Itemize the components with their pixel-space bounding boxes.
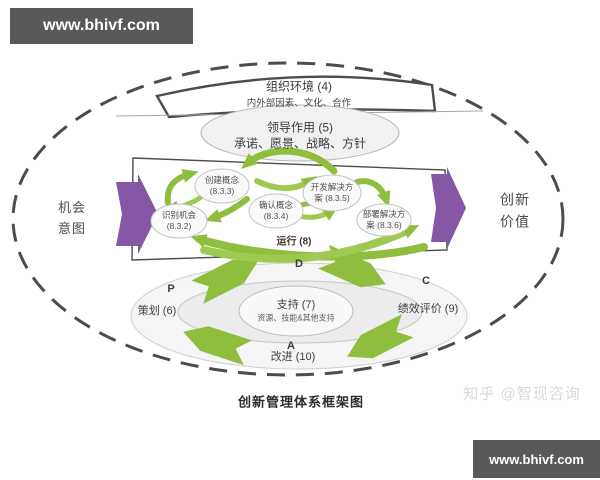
flow-arrow-validate-to-develop-lower [296, 206, 339, 221]
pdca-letter-p: P [167, 283, 175, 295]
innovation-value-arrow [431, 167, 466, 249]
deploy-solution-label: 部署解决方 案 (8.3.6) [363, 209, 406, 231]
opportunity-intent-label: 机会 意图 [58, 198, 86, 240]
develop-solution-oval [302, 174, 362, 212]
validate-line2: (8.3.4) [263, 211, 289, 221]
flow-arrow-top-arc [241, 147, 338, 175]
create-concept-oval [194, 168, 250, 204]
planning-label: 策划 (6) [137, 305, 177, 317]
system-boundary-dashed-ellipse [11, 61, 565, 377]
validate-concept-oval [248, 193, 304, 229]
site-banner-top-left: www.bhivf.com [10, 8, 193, 44]
support-title: 支持 (7) [276, 299, 316, 311]
leadership-title: 领导作用 (5) [266, 120, 334, 135]
flow-arrow-develop-to-deploy [354, 178, 391, 208]
identify-opportunity-oval [150, 203, 208, 239]
create-line2: (8.3.3) [209, 186, 235, 196]
site-banner-text: www.bhivf.com [43, 17, 160, 34]
flow-arrow-validate-to-identify [204, 196, 250, 223]
pdca-arrow-act-to-plan [183, 326, 252, 366]
develop-line1: 开发解决方 [310, 181, 354, 192]
create-line1: 创建概念 [204, 174, 240, 185]
org-environment-title: 组织环境 (4) [265, 79, 333, 94]
identify-line2: (8.3.2) [166, 221, 192, 231]
support-ellipse [238, 285, 354, 337]
site-banner-text: www.bhivf.com [489, 451, 584, 467]
performance-evaluation-label: 绩效评价 (9) [397, 303, 459, 315]
operation-label: 运行 (8) [276, 236, 312, 248]
diagram-caption: 创新管理体系框架图 [237, 394, 365, 410]
innovation-value-line2: 价值 [500, 214, 530, 230]
operation-loop-arrow-right [200, 225, 420, 263]
pdca-letter-a: A [287, 340, 295, 352]
innovation-value-label: 创新 价值 [500, 189, 530, 234]
deploy-line2: 案 (8.3.6) [366, 220, 402, 230]
leadership-subtitle: 承诺、愿景、战略、方针 [233, 136, 367, 151]
flow-arrow-identify-to-create [164, 169, 199, 206]
pdca-arrow-check-to-act [347, 314, 414, 359]
site-banner-bottom-right: www.bhivf.com [473, 440, 600, 478]
leadership-ellipse [200, 104, 400, 162]
org-environment-subtitle: 内外部因素、文化、合作 [246, 98, 352, 109]
zhihu-watermark: 知乎 @智现咨询 [463, 385, 581, 403]
pdca-letter-c: C [422, 275, 430, 287]
opportunity-intent-line2: 意图 [57, 221, 87, 236]
develop-line2: 案 (8.3.5) [314, 193, 350, 203]
validate-concept-label: 确认概念 (8.3.4) [259, 200, 293, 222]
create-concept-label: 创建概念 (8.3.3) [205, 175, 239, 197]
opportunity-intent-line1: 机会 [57, 200, 87, 216]
opportunity-intent-arrow [116, 174, 158, 254]
identify-line1: 识别机会 [161, 209, 197, 220]
validate-line1: 确认概念 [258, 199, 294, 210]
flow-arrow-create-to-develop [254, 176, 318, 192]
support-subtitle: 资源、技能&其他支持 [257, 313, 335, 323]
pdca-arrow-plan-to-do [191, 259, 258, 304]
pdca-letter-d: D [295, 258, 303, 270]
improvement-label: 改进 (10) [270, 351, 316, 363]
develop-solution-label: 开发解决方 案 (8.3.5) [311, 182, 354, 204]
identify-opportunity-label: 识别机会 (8.3.2) [162, 210, 196, 232]
deploy-line1: 部署解决方 [362, 208, 406, 219]
innovation-value-line1: 创新 [500, 191, 530, 208]
deploy-solution-oval [356, 203, 412, 237]
